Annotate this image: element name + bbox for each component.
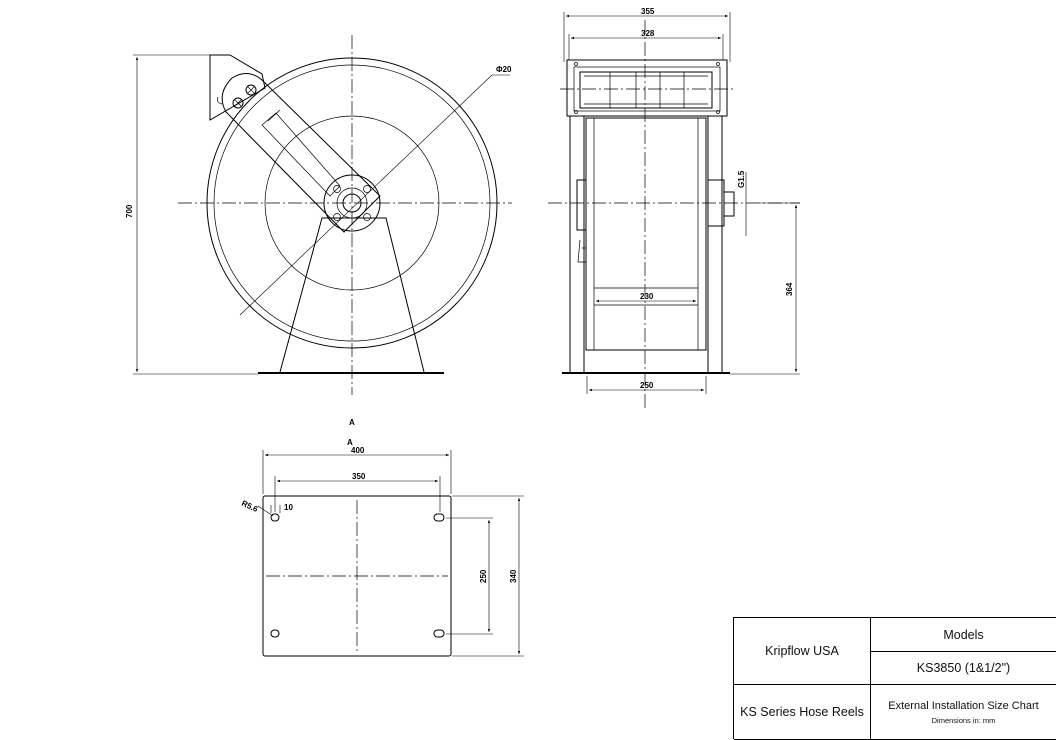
chart-title: External Installation Size Chart <box>888 699 1039 712</box>
model-name: KS3850 (1&1/2") <box>916 661 1011 675</box>
drum-diameter-label: Φ20 <box>496 65 512 74</box>
models-header-cell: Models <box>871 618 1056 652</box>
model-cell: KS3850 (1&1/2") <box>871 652 1056 685</box>
front-height-label: 700 <box>125 204 134 218</box>
section-mark-a-2: A <box>347 438 353 447</box>
mount-slot <box>433 629 445 638</box>
section-mark-a-1: A <box>349 418 355 427</box>
chart-title-cell: External Installation Size Chart Dimensi… <box>871 685 1056 740</box>
mount-slot <box>433 513 445 522</box>
base-plate-outline <box>262 495 452 657</box>
models-header: Models <box>943 627 984 642</box>
base-plan-view: A 400 350 R5.6 10 250 340 <box>240 438 524 657</box>
base-width-label: 400 <box>351 446 365 455</box>
side-drum <box>585 117 707 351</box>
title-block: Kripflow USA Models KS3850 (1&1/2") KS S… <box>733 617 1056 740</box>
swing-arm <box>221 73 381 233</box>
top-inner-width-label: 328 <box>641 29 655 38</box>
mount-slot <box>270 629 280 638</box>
spindle-label: G1.5 <box>737 170 746 188</box>
hub <box>323 174 381 232</box>
front-view: Φ20 700 A <box>125 35 512 427</box>
hole-spacing-x-label: 350 <box>352 472 366 481</box>
hole-spacing-y-label: 250 <box>479 569 488 583</box>
base-depth-label: 340 <box>509 569 518 583</box>
mount-slot <box>270 513 280 522</box>
side-view: 355 328 G1.5 364 230 250 <box>548 7 800 410</box>
drum-width-label: 230 <box>640 292 654 301</box>
units-note: Dimensions in: mm <box>931 715 996 725</box>
top-width-label: 355 <box>641 7 655 16</box>
side-base-width-label: 250 <box>640 381 654 390</box>
slot-radius-label: R5.6 <box>240 499 260 515</box>
company-cell: Kripflow USA <box>734 618 871 685</box>
slot-length-label: 10 <box>284 503 293 512</box>
company-name: Kripflow USA <box>765 644 839 658</box>
mount-bracket <box>209 54 266 121</box>
series-cell: KS Series Hose Reels <box>734 685 871 740</box>
series-name: KS Series Hose Reels <box>740 705 864 719</box>
axle-height-label: 364 <box>785 282 794 296</box>
